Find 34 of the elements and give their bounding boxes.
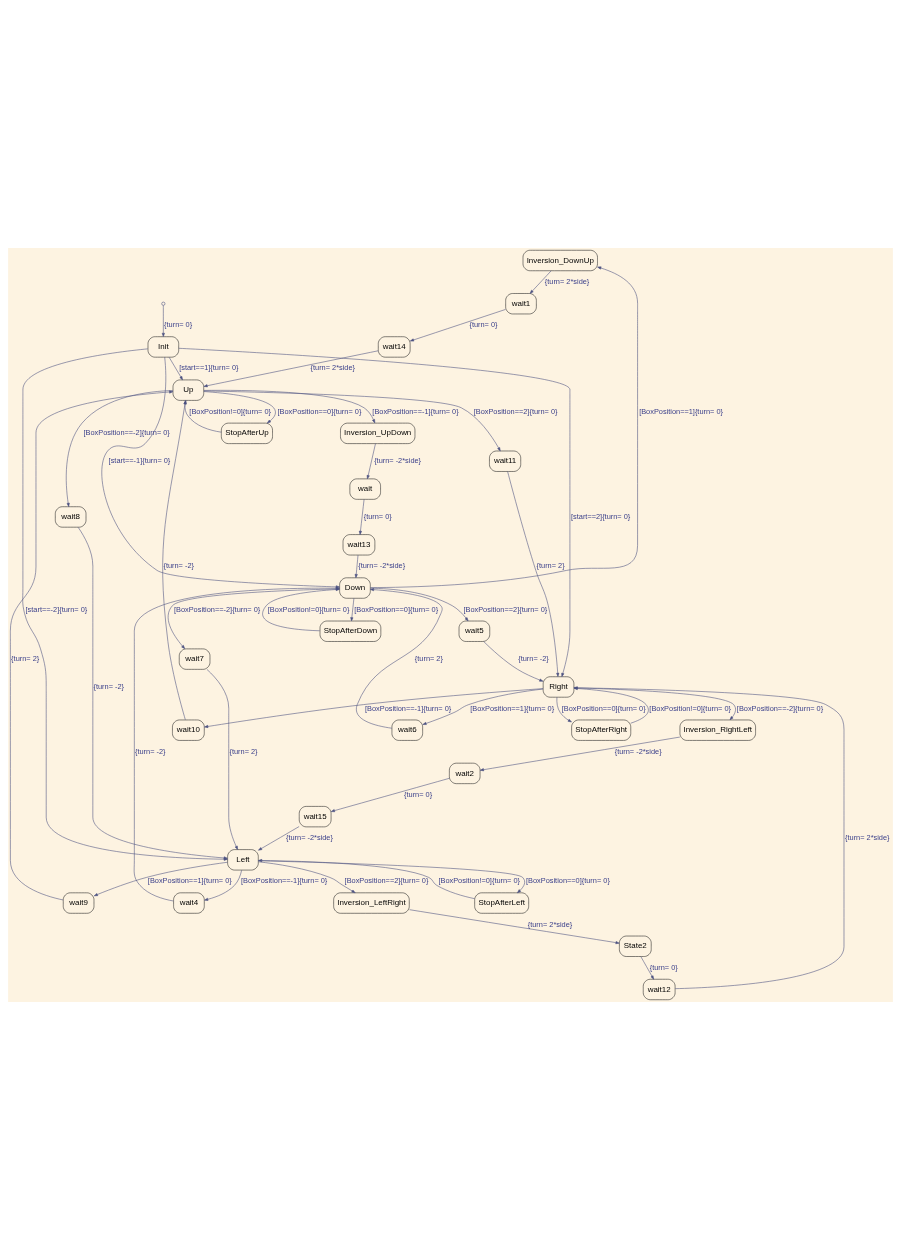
arrow [10,390,174,901]
arrow [410,309,506,342]
arrow [354,554,359,579]
arrow [203,390,501,452]
arrow [258,860,525,894]
arrow [258,826,300,851]
arrow [409,909,620,945]
arrow [161,305,165,337]
arrow [370,266,638,588]
arrow [356,588,443,729]
arrow [258,861,356,894]
arrow [183,400,222,433]
arrow [366,443,376,480]
arrow [65,390,174,507]
arrow [178,348,571,677]
arrow [168,357,183,381]
arrow [93,862,228,897]
arrow [422,688,544,725]
arrow [204,869,242,901]
arrow [258,859,475,899]
arrow [479,736,681,772]
arrow [358,499,365,535]
arrow [204,688,544,728]
arrow [370,587,469,622]
arrow [529,270,552,294]
arrow [330,778,450,813]
arrow [206,669,238,850]
arrow [162,400,187,720]
arrow [640,956,654,980]
arrow [350,598,355,622]
arrow [203,350,379,388]
arrow [507,471,560,677]
arrow [483,641,544,682]
arrow [556,697,572,723]
